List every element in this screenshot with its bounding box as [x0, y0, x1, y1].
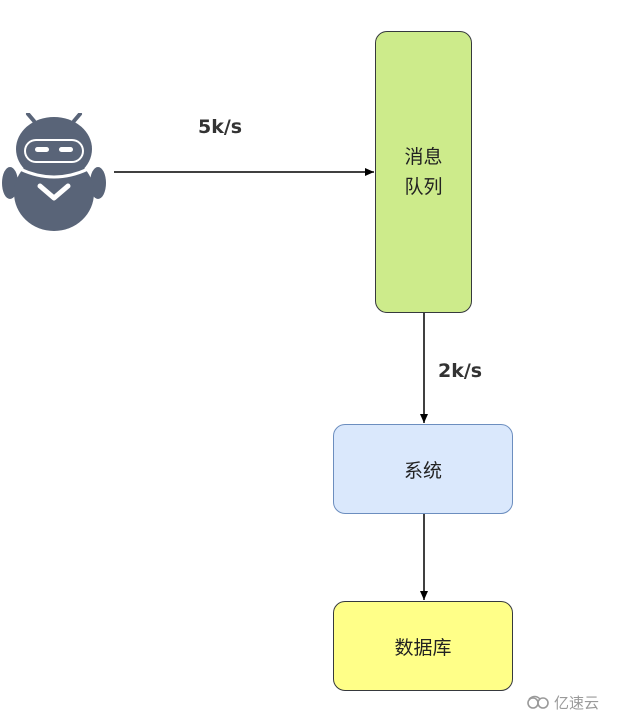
watermark: 亿速云: [526, 692, 599, 712]
robot-icon: [2, 112, 106, 231]
node-database-label: 数据库: [394, 636, 452, 659]
cloud-logo-icon: [526, 694, 552, 710]
node-system[interactable]: 系统: [333, 424, 513, 514]
node-queue[interactable]: 消息队列: [375, 31, 472, 313]
edge-label-producer-to-queue: 5k/s: [198, 116, 243, 138]
edge-label-queue-to-system: 2k/s: [438, 360, 483, 382]
node-system-label: 系统: [403, 459, 442, 482]
node-database[interactable]: 数据库: [333, 601, 513, 691]
node-queue-label: 消息队列: [404, 146, 443, 198]
watermark-text: 亿速云: [554, 693, 600, 712]
